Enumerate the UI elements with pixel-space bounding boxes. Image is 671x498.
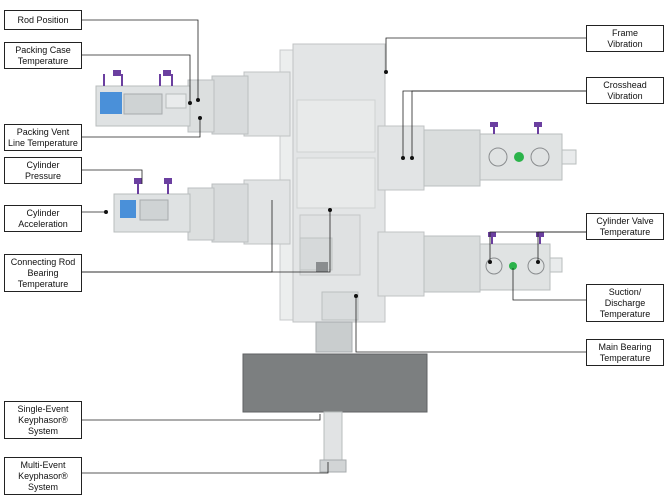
- label-main-bearing-temperature: Main Bearing Temperature: [586, 339, 664, 366]
- label-cylinder-pressure: Cylinder Pressure: [4, 157, 82, 184]
- label-suction-discharge-temperature: Suction/ Discharge Temperature: [586, 284, 664, 322]
- left-upper-cylinder: [95, 70, 291, 137]
- driver-motor: [242, 321, 428, 473]
- label-packing-case-temperature: Packing Case Temperature: [4, 42, 82, 69]
- left-lower-cylinder: [113, 178, 291, 245]
- label-connecting-rod-bearing-temperature: Connecting Rod Bearing Temperature: [4, 254, 82, 292]
- sensor-points: [104, 70, 540, 298]
- label-frame-vibration: Frame Vibration: [586, 25, 664, 52]
- right-upper-cylinder: [377, 122, 577, 191]
- label-cylinder-valve-temperature: Cylinder Valve Temperature: [586, 213, 664, 240]
- label-multi-event-keyphasor: Multi-Event Keyphasor® System: [4, 457, 82, 495]
- label-packing-vent-line-temperature: Packing Vent Line Temperature: [4, 124, 82, 151]
- label-crosshead-vibration: Crosshead Vibration: [586, 77, 664, 104]
- compressor-frame: [279, 43, 386, 323]
- label-single-event-keyphasor: Single-Event Keyphasor® System: [4, 401, 82, 439]
- label-cylinder-acceleration: Cylinder Acceleration: [4, 205, 82, 232]
- leader-lines: [82, 19, 586, 474]
- label-rod-position: Rod Position: [4, 10, 82, 30]
- right-lower-cylinder: [377, 231, 563, 297]
